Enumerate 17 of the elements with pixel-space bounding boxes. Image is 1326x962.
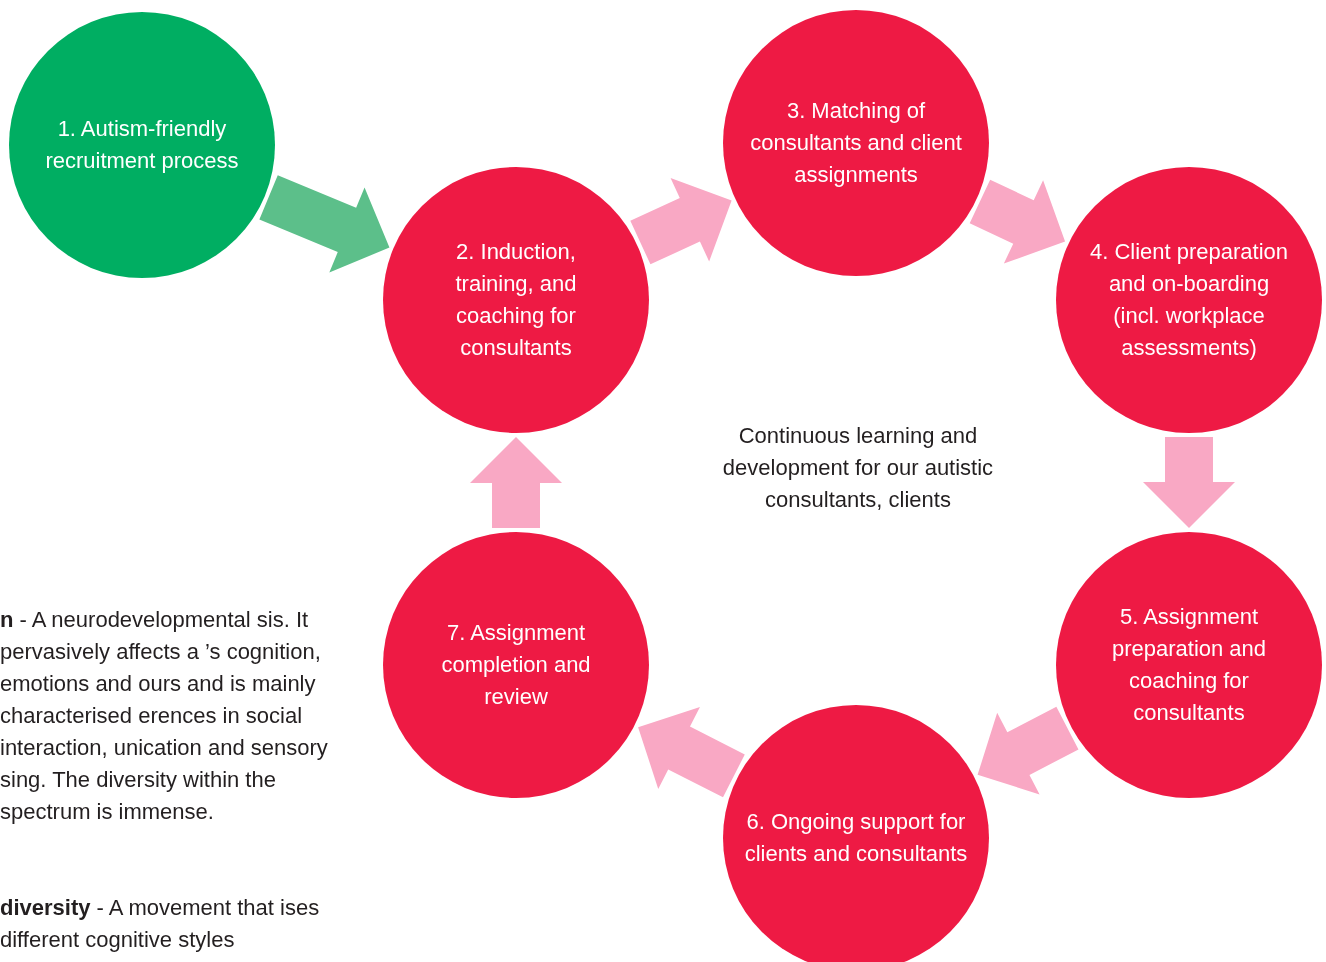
block-arrow [630, 177, 732, 265]
block-arrow [1143, 437, 1235, 528]
block-arrow [977, 706, 1079, 795]
step-text: 1. Autism-friendly recruitment process [44, 115, 240, 175]
center-note: Continuous learning and development for our autistic consultants, clients [721, 422, 995, 514]
definition-text: diversity - A movement that ises different cognitive styles [0, 894, 321, 954]
block-arrow [638, 707, 745, 798]
step-text: 6. Ongoing support for clients and consultants [743, 808, 969, 868]
block-arrow [969, 179, 1066, 264]
block-arrow [259, 175, 390, 273]
step-text: 2. Induction, training, and coaching for consultants [454, 238, 578, 362]
step-text: 5. Assignment preparation and coaching for consultants [1110, 603, 1268, 727]
block-arrow [470, 437, 562, 528]
step-text: 3. Matching of consultants and client assignments [749, 97, 963, 189]
step-text: 7. Assignment completion and review [440, 619, 592, 711]
definition-text: n - A neurodevelopmental sis. It pervasively affects a ’s cognition, emotions and ours and is mainly characterised erences in social interaction, unication and sensory sing. The diversity within the spectrum is immense. [0, 606, 329, 826]
step-text: 4. Client preparation and on-boarding (incl. workplace assessments) [1089, 238, 1289, 362]
